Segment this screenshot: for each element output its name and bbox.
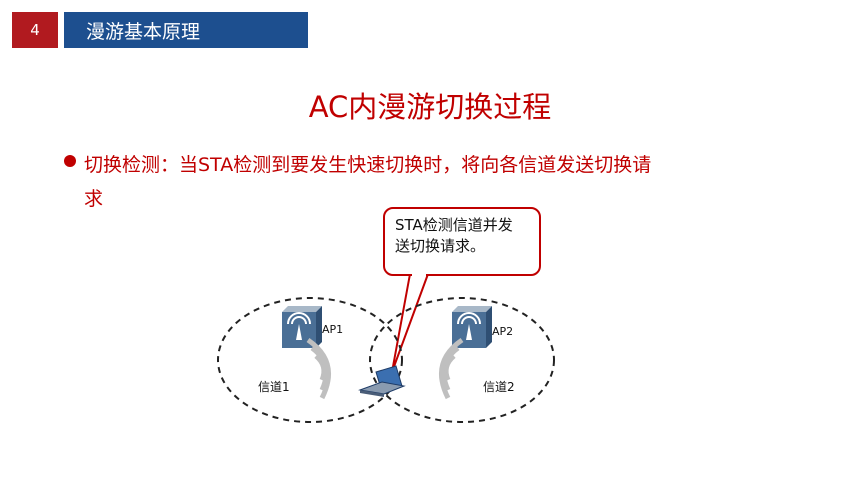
channel2-coverage [369, 297, 555, 423]
callout-line1: STA检测信道并发 [395, 216, 513, 234]
bullet-text-line2: 求 [84, 188, 104, 210]
channel1-coverage [217, 297, 403, 423]
callout-join [412, 272, 426, 276]
roaming-diagram: AP1 AP2 信道1 信道2 [200, 270, 580, 440]
section-title: 漫游基本原理 [86, 20, 201, 43]
bullet-dot-icon [64, 155, 76, 167]
bullet-text-line1: 切换检测：当STA检测到要发生快速切换时，将向各信道发送切换请 [84, 154, 652, 176]
channel1-label: 信道1 [258, 380, 290, 394]
page-number-badge: 4 [12, 12, 58, 48]
ap1-label: AP1 [322, 323, 344, 336]
callout-line2: 送切换请求。 [395, 237, 486, 255]
slide-title: AC内漫游切换过程 [308, 90, 552, 124]
section-header: 漫游基本原理 [64, 12, 308, 48]
ap1-icon [282, 306, 322, 348]
ap1-signal-waves [306, 337, 331, 400]
ap2-label: AP2 [492, 325, 514, 338]
diagram-canvas [217, 297, 555, 423]
page-number: 4 [30, 21, 40, 39]
channel2-label: 信道2 [483, 380, 515, 394]
ap2-signal-waves [439, 337, 464, 400]
bullet-item: 切换检测：当STA检测到要发生快速切换时，将向各信道发送切换请 求 [64, 148, 754, 216]
callout-box: STA检测信道并发 送切换请求。 [383, 207, 541, 276]
laptop-sta-icon [358, 365, 406, 397]
